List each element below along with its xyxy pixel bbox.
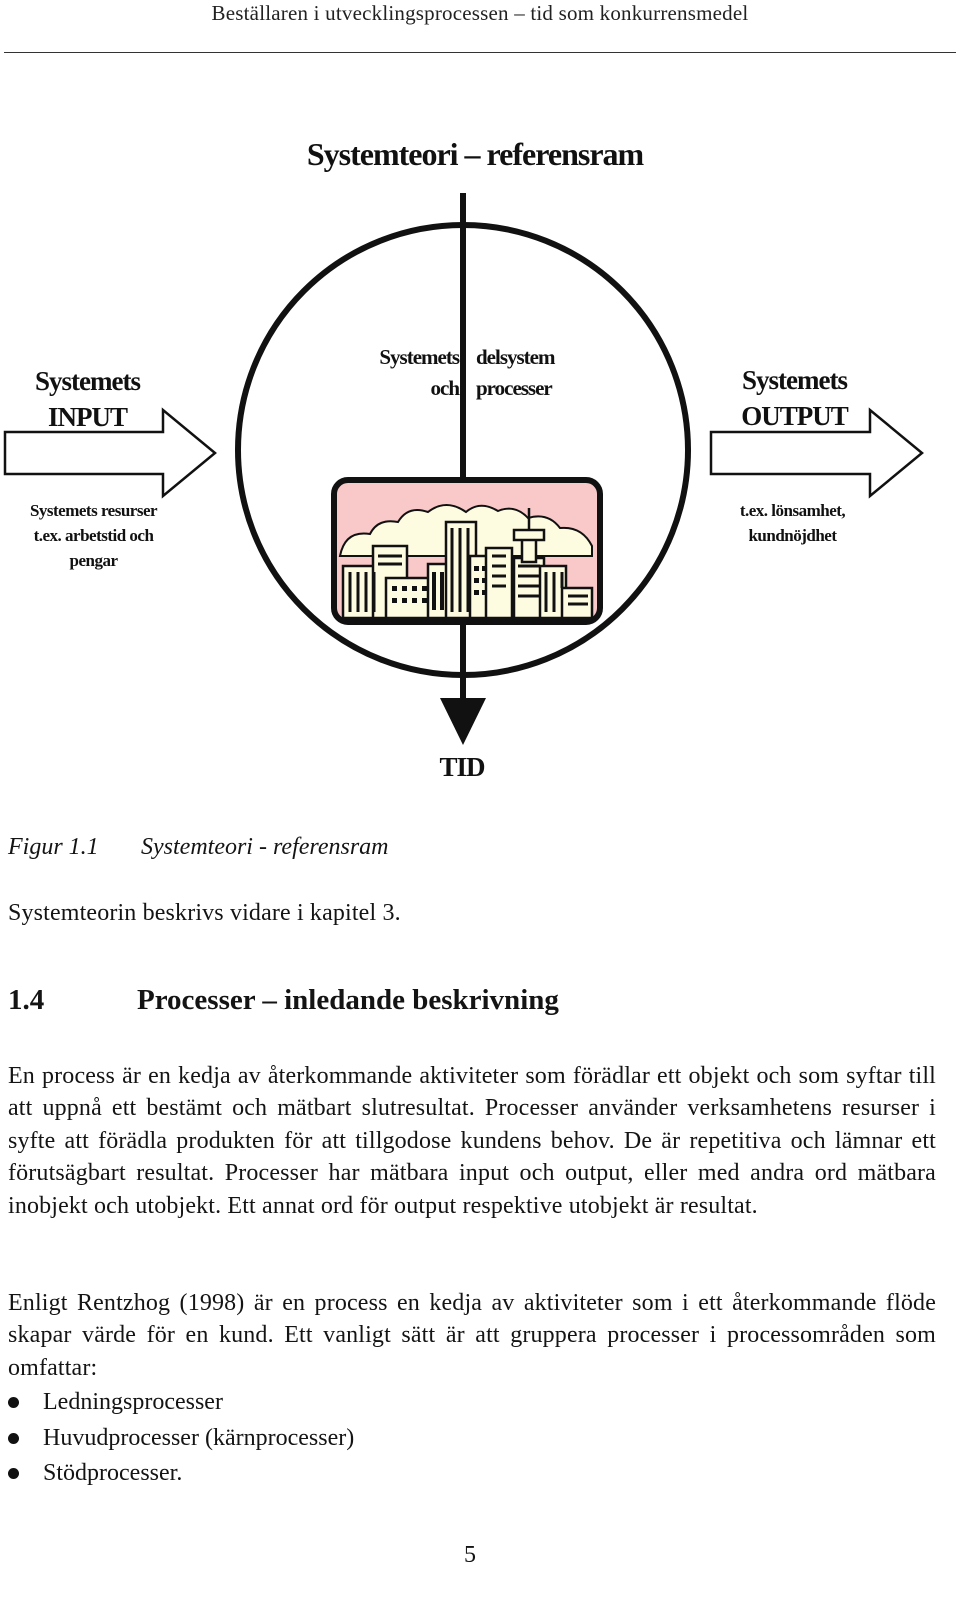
input-label: Systemets INPUT (10, 363, 165, 435)
input-note-line2: t.ex. arbetstid och (33, 526, 154, 545)
running-header: Beställaren i utvecklingsprocessen – tid… (211, 1, 749, 25)
section-title: Processer – inledande beskrivning (137, 984, 559, 1016)
center-left-line1: Systemets (379, 345, 460, 369)
output-note-line2: kundnöjdhet (748, 526, 837, 545)
paragraph-rentzhog: Enligt Rentzhog (1998) är en process en … (8, 1290, 936, 1381)
center-label-left: Systemets och (345, 342, 461, 404)
output-label: Systemets OUTPUT (712, 362, 877, 434)
process-area-list: Ledningsprocesser Huvudprocesser (kärnpr… (8, 1385, 354, 1492)
list-item: Stödprocesser. (8, 1456, 354, 1492)
paragraph-process-definition: En process är en kedja av återkommande a… (8, 1063, 936, 1219)
input-note-line3: pengar (69, 551, 119, 570)
output-note-line1: t.ex. lönsamhet, (739, 501, 846, 520)
input-arrow-icon (3, 407, 217, 499)
center-right-line2: processer (476, 376, 553, 400)
input-label-line2: INPUT (47, 402, 128, 432)
city-skyline-icon (331, 477, 603, 625)
output-label-line1: Systemets (742, 365, 848, 395)
figure-caption: Figur 1.1 Systemteori - referensram (8, 834, 389, 861)
figure-caption-text: Systemteori - referensram (141, 834, 389, 860)
section-heading: 1.4 Processer – inledande beskrivning (8, 984, 559, 1017)
list-item: Ledningsprocesser (8, 1385, 354, 1421)
input-label-line1: Systemets (35, 366, 141, 396)
output-arrow-icon (709, 407, 924, 499)
output-note: t.ex. lönsamhet, kundnöjdhet (705, 498, 880, 548)
output-label-line2: OUTPUT (741, 401, 849, 431)
header-divider (4, 52, 956, 53)
center-label-right: delsystem processer (476, 342, 606, 404)
intro-paragraph: Systemteorin beskrivs vidare i kapitel 3… (8, 900, 401, 926)
center-right-line1: delsystem (476, 345, 556, 369)
center-left-line2: och (430, 376, 461, 400)
figure-caption-number: Figur 1.1 (8, 834, 99, 860)
input-note: Systemets resurser t.ex. arbetstid och p… (6, 498, 181, 573)
input-note-line1: Systemets resurser (29, 501, 158, 520)
system-theory-diagram (3, 193, 924, 745)
time-label: TID (439, 752, 485, 782)
time-arrow-icon (440, 698, 486, 745)
section-number: 1.4 (8, 984, 45, 1016)
page-number: 5 (464, 1542, 476, 1568)
list-item: Huvudprocesser (kärnprocesser) (8, 1421, 354, 1457)
figure-title: Systemteori – referensram (306, 136, 644, 172)
